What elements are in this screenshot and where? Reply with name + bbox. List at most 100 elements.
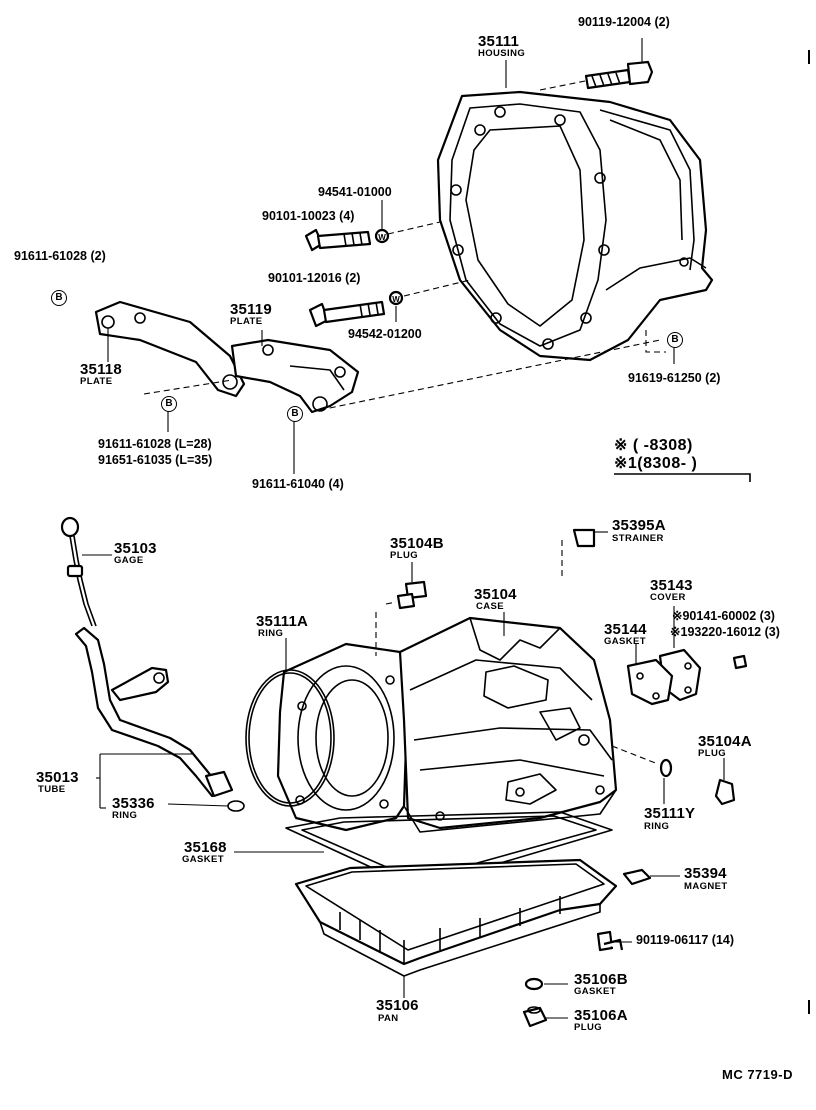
dipstick-gage-drawing: [60, 516, 112, 627]
bolt-61250-label: 91619-61250 (2): [628, 372, 720, 385]
bolt-61040-label: 91611-61040 (4): [252, 478, 344, 491]
magnet-name: MAGNET: [684, 881, 728, 892]
gage-number: 35103: [114, 540, 157, 557]
bolt-l28-number: 91611-61028: [98, 437, 171, 451]
bolt-b-left-number: 91611-61028: [14, 249, 87, 263]
strainer-name: STRAINER: [612, 533, 664, 544]
plug-104b-drawing: [375, 562, 428, 656]
legend-row-1: ※ ( -8308): [614, 437, 693, 454]
ring-111a-name: RING: [258, 628, 284, 639]
screw-cover-1-number: 90141-60002: [682, 609, 757, 623]
pan-bolt-qty: (14): [711, 933, 735, 947]
bolt-1-label: 90101-10023 (4): [262, 210, 354, 223]
tube-name: TUBE: [38, 784, 66, 795]
pan-bolt-drawing: [596, 930, 632, 952]
plate-35118-name: PLATE: [80, 376, 113, 387]
bolt-b-left-badge: B: [51, 290, 67, 306]
bolt-1-number: 90101-10023: [262, 209, 336, 223]
bolt-2-number: 90101-12016: [268, 271, 342, 285]
case-number: 35104: [474, 586, 517, 603]
pan-number: 35106: [376, 997, 419, 1014]
bolt-b-left-qty: (2): [90, 249, 106, 263]
tube-number: 35013: [36, 769, 79, 786]
drain-plug-drawing: [522, 1006, 568, 1028]
ring-336-number: 35336: [112, 795, 155, 812]
screw-cover-2-qty: (3): [764, 625, 780, 639]
cover-number: 35143: [650, 577, 693, 594]
gage-name: GAGE: [114, 555, 144, 566]
bolt-61250-qty: (2): [705, 371, 721, 385]
bolt-housing-label: 90119-12004 (2): [578, 16, 670, 29]
housing-name: HOUSING: [478, 48, 526, 59]
screw-cover-2-label: ※193220-16012 (3): [670, 626, 780, 639]
washer-2-letter: W: [392, 295, 400, 304]
bolt-b-left-label: 91611-61028 (2): [14, 250, 106, 263]
plate-35119-name: PLATE: [230, 316, 263, 327]
bolt-61040-badge: B: [287, 406, 303, 422]
strainer-drawing: [561, 528, 608, 580]
washer-1-letter: W: [378, 233, 386, 242]
plug-104b-name: PLUG: [390, 550, 418, 561]
bolt-l35-label: 91651-61035 (L=35): [98, 454, 212, 467]
magnet-number: 35394: [684, 865, 727, 882]
plug-104a-number: 35104A: [698, 733, 752, 750]
screw-cover-1-qty: (3): [759, 609, 775, 623]
magnet-drawing: [622, 868, 680, 886]
cover-name: COVER: [650, 592, 686, 603]
bolt-l35-qty: (L=35): [175, 453, 213, 467]
bolt-2-label: 90101-12016 (2): [268, 272, 360, 285]
screw-cover-1-mark: ※: [672, 609, 683, 623]
pan-name: PAN: [378, 1013, 399, 1024]
bolt-l28-qty: (L=28): [174, 437, 212, 451]
strainer-number: 35395A: [612, 517, 666, 534]
bolt-61250-number: 91619-61250: [628, 371, 702, 385]
ring-111y-name: RING: [644, 821, 670, 832]
pan-bolt-number: 90119-06117: [636, 933, 709, 947]
bolt-2-qty: (2): [345, 271, 361, 285]
gasket-168-number: 35168: [184, 839, 227, 856]
oil-pan-drawing: [294, 858, 618, 998]
gasket-106b-number: 35106B: [574, 971, 628, 988]
plug-104a-drawing: [714, 758, 736, 806]
o-ring-drawing: [245, 638, 335, 807]
washer-2-label: 94542-01200: [348, 327, 422, 341]
washer-1-label: 94541-01000: [318, 185, 392, 199]
bolt-l28-label: 91611-61028 (L=28): [98, 438, 212, 451]
plug-104b-number: 35104B: [390, 535, 444, 552]
bolt-housing-number: 90119-12004: [578, 15, 651, 29]
plate-35119-drawing: [230, 330, 360, 414]
tube-drawing: [74, 626, 245, 812]
drain-gasket-drawing: [524, 977, 568, 991]
gasket-144-name: GASKET: [604, 636, 646, 647]
margin-mark-bottom: [808, 1000, 810, 1014]
cover-and-gasket-drawing: [626, 606, 748, 706]
transmission-case-drawing: [276, 616, 618, 833]
ring-111y-number: 35111Y: [644, 805, 696, 822]
bolt-61040-qty: (4): [328, 477, 344, 491]
plug-106a-number: 35106A: [574, 1007, 628, 1024]
bolt-2-drawing: W: [308, 279, 471, 328]
bolt-l35-number: 91651-61035: [98, 453, 172, 467]
bolt-housing-drawing: [584, 38, 654, 90]
bolt-61250-badge: B: [667, 332, 683, 348]
ring-111y-drawing: [611, 745, 673, 804]
plate-35118-drawing: [94, 300, 246, 398]
bolt-1-drawing: W: [304, 200, 441, 252]
bolt-housing-qty: (2): [654, 15, 670, 29]
screw-cover-1-label: ※90141-60002 (3): [672, 610, 775, 623]
screw-cover-2-number: 93220-16012: [687, 625, 762, 639]
housing-drawing: [436, 79, 714, 362]
diagram-code: MC 7719-D: [722, 1067, 793, 1082]
plate-35119-number: 35119: [230, 301, 272, 318]
housing-number: 35111: [478, 33, 520, 50]
ring-336-name: RING: [112, 810, 138, 821]
bolt-1-qty: (4): [339, 209, 355, 223]
margin-mark-top: [808, 50, 810, 64]
plate-35118-number: 35118: [80, 361, 122, 378]
case-name: CASE: [476, 601, 504, 612]
legend-row-2: ※1(8308- ): [614, 455, 698, 472]
bolt-l28-badge: B: [161, 396, 177, 412]
plug-104a-name: PLUG: [698, 748, 726, 759]
bolt-61040-number: 91611-61040: [252, 477, 325, 491]
